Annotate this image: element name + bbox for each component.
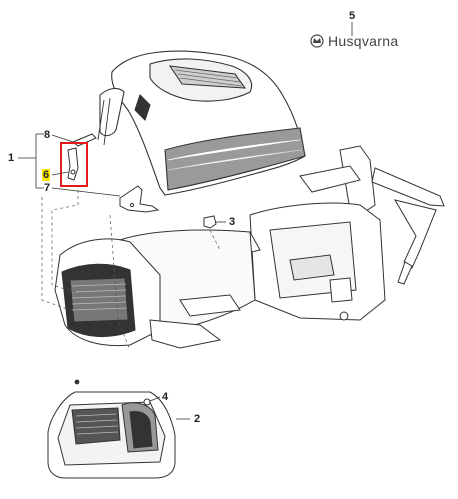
brand-name: Husqvarna bbox=[328, 33, 399, 49]
callout-3: 3 bbox=[229, 216, 236, 228]
hood-assembly[interactable] bbox=[97, 50, 306, 196]
part-2-cover-assembly[interactable] bbox=[47, 391, 176, 479]
part-7-hinge-bracket[interactable] bbox=[119, 185, 160, 213]
callout-8: 8 bbox=[44, 129, 51, 141]
callout-6-label: 6 bbox=[42, 169, 51, 181]
callout-6: 6 bbox=[42, 169, 51, 181]
part-3-clip[interactable] bbox=[203, 215, 217, 229]
part-8-clip[interactable] bbox=[72, 133, 97, 147]
callout-5: 5 bbox=[349, 10, 356, 22]
highlight-box bbox=[60, 142, 88, 187]
callout-1: 1 bbox=[8, 152, 15, 164]
chassis-frame bbox=[54, 145, 445, 349]
husqvarna-crown-logo-icon bbox=[310, 34, 324, 48]
brand-logo: Husqvarna bbox=[308, 33, 398, 49]
part-4-screw[interactable] bbox=[143, 398, 151, 406]
callout-7: 7 bbox=[44, 182, 51, 194]
leader-lines bbox=[18, 22, 353, 420]
part-6-latch[interactable] bbox=[67, 147, 79, 181]
fastener-dot bbox=[74, 379, 80, 385]
callout-4: 4 bbox=[162, 391, 169, 403]
dashed-guide-lines bbox=[41, 190, 221, 351]
callout-2: 2 bbox=[194, 413, 201, 425]
